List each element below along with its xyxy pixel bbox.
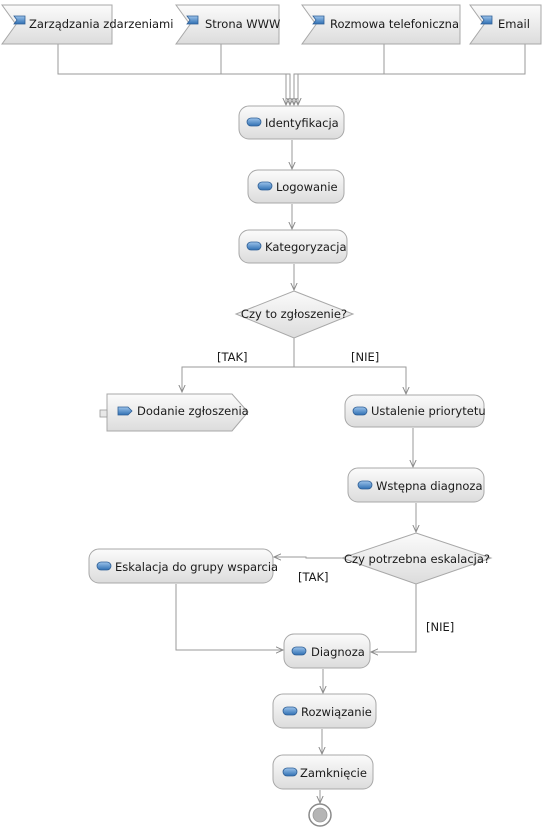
flow-decision2-nie [371, 584, 417, 652]
event-strona-www[interactable]: Strona WWW [175, 4, 280, 45]
final-node[interactable] [308, 803, 332, 827]
action-rozwiazanie[interactable]: Rozwiązanie [272, 693, 377, 729]
action-label: Zamknięcie [300, 766, 367, 780]
decision-label: Czy potrzebna eskalacja? [344, 552, 490, 566]
action-diagnoza[interactable]: Diagnoza [283, 633, 371, 669]
action-icon [246, 241, 262, 251]
action-icon [257, 181, 273, 191]
action-zamkniecie[interactable]: Zamknięcie [272, 754, 374, 790]
action-label: Eskalacja do grupy wsparcia [115, 560, 278, 574]
action-icon [96, 561, 112, 571]
action-ustalenie-priorytetu[interactable]: Ustalenie priorytetu [344, 394, 486, 428]
event-label: Rozmowa telefoniczna [330, 17, 459, 31]
guard-nie: [NIE] [351, 350, 379, 364]
event-flag-icon [13, 15, 26, 25]
flow-decision1-nie [294, 366, 406, 394]
action-logowanie[interactable]: Logowanie [247, 169, 345, 204]
guard-nie: [NIE] [426, 620, 454, 634]
event-label: Strona WWW [205, 17, 280, 31]
action-icon [291, 646, 307, 656]
connectors [57, 44, 526, 803]
action-dodanie-zgloszenia[interactable]: Dodanie zgłoszenia [99, 393, 249, 432]
action-icon [357, 480, 373, 490]
flow-decision2-tak [274, 557, 342, 558]
event-flag-icon [480, 15, 493, 25]
action-label: Logowanie [276, 180, 338, 194]
guard-tak: [TAK] [217, 350, 248, 364]
event-zarzadzania[interactable]: Zarządzania zdarzeniami [1, 4, 173, 45]
send-signal-icon [117, 406, 133, 416]
flow-decision1-tak [182, 338, 295, 392]
pin-icon [99, 409, 108, 418]
action-kategoryzacja[interactable]: Kategoryzacja [238, 229, 348, 264]
event-email[interactable]: Email [469, 4, 542, 45]
decision-label: Czy to zgłoszenie? [241, 307, 347, 321]
action-label: Rozwiązanie [301, 705, 372, 719]
flow-eskalacja-diagnoza [175, 584, 283, 650]
guard-tak: [TAK] [298, 570, 329, 584]
flow-ev1-to-identyfikacja [57, 44, 286, 105]
event-flag-icon [312, 15, 325, 25]
action-icon [246, 117, 262, 127]
action-label: Diagnoza [311, 645, 365, 659]
flow-ev2-to-identyfikacja [220, 44, 290, 105]
action-icon [282, 706, 298, 716]
event-label: Email [498, 17, 530, 31]
action-label: Wstępna diagnoza [376, 479, 483, 493]
action-identyfikacja[interactable]: Identyfikacja [238, 105, 345, 140]
event-flag-icon [186, 15, 199, 25]
decision-czy-eskalacja[interactable]: Czy potrzebna eskalacja? [340, 532, 493, 585]
action-label: Dodanie zgłoszenia [137, 404, 249, 418]
decision-czy-zgloszenie[interactable]: Czy to zgłoszenie? [234, 290, 355, 339]
action-eskalacja[interactable]: Eskalacja do grupy wsparcia [88, 548, 278, 584]
event-rozmowa-telefoniczna[interactable]: Rozmowa telefoniczna [301, 4, 461, 45]
action-label: Kategoryzacja [265, 240, 347, 254]
action-icon [352, 406, 368, 416]
action-wstepna-diagnoza[interactable]: Wstępna diagnoza [347, 467, 485, 503]
event-label: Zarządzania zdarzeniami [29, 17, 173, 31]
action-label: Ustalenie priorytetu [371, 404, 486, 418]
action-label: Identyfikacja [265, 116, 339, 130]
flow-ev4-to-identyfikacja [298, 44, 526, 105]
action-icon [282, 767, 298, 777]
